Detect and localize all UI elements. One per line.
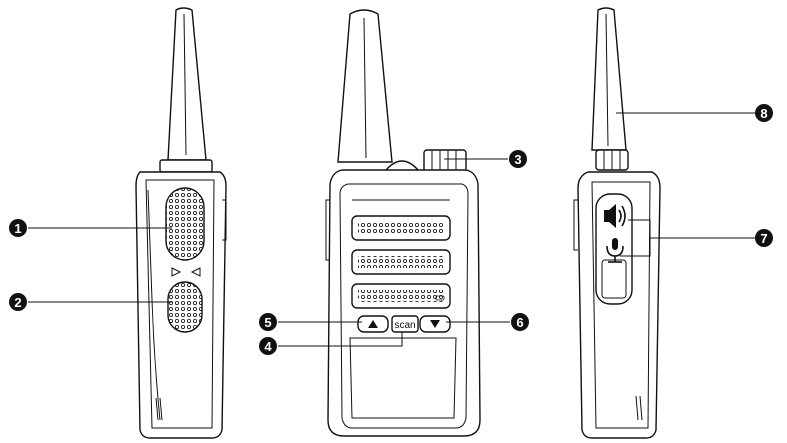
callout-4-number: 4 xyxy=(264,339,272,354)
callout-8-number: 8 xyxy=(760,106,767,121)
callout-2: 2 xyxy=(9,293,27,311)
left-antenna xyxy=(167,7,207,161)
callout-3: 3 xyxy=(509,150,527,168)
callout-7-number: 7 xyxy=(760,231,767,246)
scan-button-label: scan xyxy=(394,320,415,331)
speaker-icon xyxy=(604,204,626,228)
callout-8: 8 xyxy=(755,104,773,122)
right-antenna xyxy=(591,7,627,151)
callout-5-number: 5 xyxy=(264,315,271,330)
up-arrow-icon xyxy=(368,320,378,328)
callout-6: 6 xyxy=(511,313,529,331)
callout-2-number: 2 xyxy=(14,295,21,310)
callout-1-number: 1 xyxy=(14,221,21,236)
callout-3-number: 3 xyxy=(514,152,521,167)
left-side-view xyxy=(135,7,227,439)
callout-5: 5 xyxy=(259,313,277,331)
leader-lines xyxy=(28,112,756,347)
callout-4: 4 xyxy=(259,337,277,355)
microphone-icon xyxy=(606,238,624,263)
right-side-view xyxy=(573,7,661,439)
channel-knob[interactable] xyxy=(423,149,467,173)
down-arrow-icon xyxy=(430,320,440,328)
callout-6-number: 6 xyxy=(516,315,523,330)
front-view xyxy=(325,9,481,437)
scan-button[interactable] xyxy=(391,315,419,333)
callout-7: 7 xyxy=(755,229,773,247)
callout-1: 1 xyxy=(9,219,27,237)
